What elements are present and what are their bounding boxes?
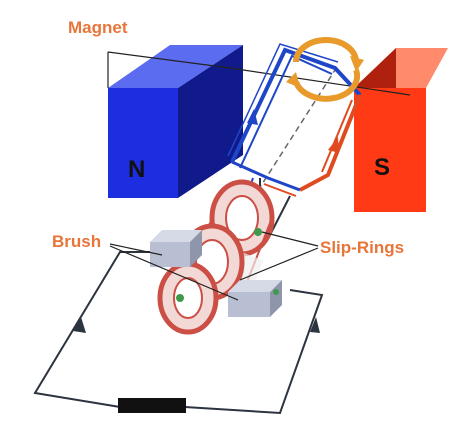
north-pole-letter: N bbox=[128, 156, 145, 183]
circuit-wire bbox=[33, 251, 324, 415]
north-magnet: N bbox=[108, 45, 243, 198]
brush-leader bbox=[109, 245, 239, 301]
arrowhead-icon bbox=[328, 137, 339, 153]
arrowhead-icon bbox=[73, 317, 86, 333]
arrowhead-icon bbox=[247, 109, 258, 125]
slip-rings-leader bbox=[261, 231, 319, 247]
slip-rings-label: Slip-Rings bbox=[320, 238, 405, 257]
magnet-label: Magnet bbox=[68, 18, 128, 37]
arrowhead-icon bbox=[310, 317, 320, 333]
brush-leader bbox=[109, 243, 163, 256]
south-pole-letter: S bbox=[374, 154, 390, 181]
south-magnet: S bbox=[354, 48, 448, 212]
brush-label: Brush bbox=[52, 232, 102, 251]
magnet-leader bbox=[229, 67, 411, 96]
brush-upper bbox=[150, 230, 202, 267]
load-resistor bbox=[118, 398, 186, 413]
brush-lower bbox=[228, 280, 282, 317]
slip-rings-leader bbox=[239, 247, 319, 281]
rotation-arrow-icon bbox=[286, 37, 364, 102]
armature-coil bbox=[227, 43, 362, 236]
magnet-leader bbox=[107, 51, 231, 69]
